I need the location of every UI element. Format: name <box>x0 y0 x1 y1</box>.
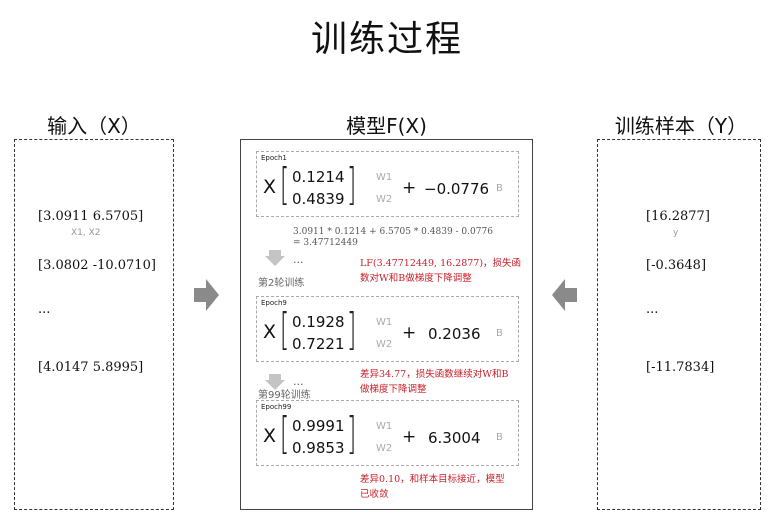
ellipsis-2: ... <box>293 375 304 388</box>
page-title: 训练过程 <box>310 19 463 60</box>
epoch-99-right-bracket: ] <box>346 408 357 459</box>
sample-sub-label: y <box>673 228 679 238</box>
epoch-9-plus: + <box>402 323 417 343</box>
note-3-line-2: 已收敛 <box>360 489 389 500</box>
epoch-99-w2: 0.9853 <box>292 439 345 457</box>
note-1-line-1: LF(3.47712449, 16.2877)，损失函 <box>360 258 522 269</box>
epoch-9-label: Epoch9 <box>261 299 287 307</box>
input-row-last: [4.0147 5.8995] <box>38 360 144 375</box>
epoch-99-w2-tag: W2 <box>376 443 393 454</box>
epoch-99-b: 6.3004 <box>428 429 481 447</box>
arrow-left-icon <box>552 279 577 311</box>
input-row-2: [3.0802 -10.0710] <box>38 258 156 273</box>
epoch-9-box <box>256 296 519 362</box>
epoch-9-w1: 0.1928 <box>292 313 345 331</box>
epoch-99-w1-tag: W1 <box>376 421 393 432</box>
calc-line-2: = 3.47712449 <box>293 238 358 248</box>
round-2-label: 第2轮训练 <box>258 278 305 289</box>
note-2-line-2: 做梯度下降调整 <box>360 384 427 395</box>
note-1-line-2: 数对W和B做梯度下降调整 <box>360 273 472 284</box>
ellipsis-1: ... <box>293 253 304 266</box>
sample-row-ellipsis: ... <box>646 302 659 317</box>
calc-line-1: 3.0911 * 0.1214 + 6.5705 * 0.4839 - 0.07… <box>293 227 493 237</box>
epoch-9-w2-tag: W2 <box>376 339 393 350</box>
model-label: 模型F(X) <box>346 114 427 138</box>
epoch-9-x: X <box>263 321 277 343</box>
model-box <box>240 139 533 510</box>
epoch-1-w2-tag: W2 <box>376 194 393 205</box>
epoch-99-b-tag: B <box>496 432 503 443</box>
sample-box <box>597 139 761 510</box>
epoch-1-x: X <box>263 176 277 198</box>
arrow-right-icon <box>194 279 219 311</box>
note-2-line-1: 差异34.77，损失函数继续对W和B <box>360 369 509 380</box>
epoch-1-w1-tag: W1 <box>376 172 393 183</box>
epoch-9-b-tag: B <box>496 328 503 339</box>
epoch-99-label: Epoch99 <box>261 403 292 411</box>
epoch-1-w2: 0.4839 <box>292 190 345 208</box>
epoch-1-label: Epoch1 <box>261 154 287 162</box>
sample-label: 训练样本（Y） <box>614 114 748 138</box>
epoch-1-plus: + <box>402 178 417 198</box>
epoch-1-w1: 0.1214 <box>292 168 345 186</box>
note-3-line-1: 差异0.10，和样本目标接近，模型 <box>360 474 505 485</box>
epoch-1-b-tag: B <box>496 183 503 194</box>
sample-row-last: [-11.7834] <box>646 360 715 375</box>
epoch-99-plus: + <box>402 427 417 447</box>
epoch-99-left-bracket: [ <box>279 408 290 459</box>
input-label: 输入（X） <box>47 114 141 138</box>
input-row-ellipsis: ... <box>38 302 51 317</box>
arrow-down-icon <box>265 374 285 390</box>
round-99-label: 第99轮训练 <box>258 390 311 401</box>
epoch-1-right-bracket: ] <box>346 159 357 210</box>
epoch-99-w1: 0.9991 <box>292 417 345 435</box>
epoch-1-left-bracket: [ <box>279 159 290 210</box>
input-box <box>14 139 174 510</box>
epoch-9-w1-tag: W1 <box>376 317 393 328</box>
input-sub-label: X1, X2 <box>71 228 101 238</box>
epoch-99-x: X <box>263 425 277 447</box>
sample-row-1: [16.2877] <box>646 209 710 224</box>
epoch-1-box <box>256 151 519 217</box>
epoch-9-right-bracket: ] <box>346 304 357 355</box>
epoch-9-w2: 0.7221 <box>292 335 345 353</box>
arrow-down-icon <box>265 250 285 266</box>
epoch-9-b: 0.2036 <box>428 325 481 343</box>
sample-row-2: [-0.3648] <box>646 258 707 273</box>
epoch-9-left-bracket: [ <box>279 304 290 355</box>
input-row-1: [3.0911 6.5705] <box>38 209 144 224</box>
epoch-1-b: −0.0776 <box>424 180 490 198</box>
epoch-99-box <box>256 400 519 466</box>
